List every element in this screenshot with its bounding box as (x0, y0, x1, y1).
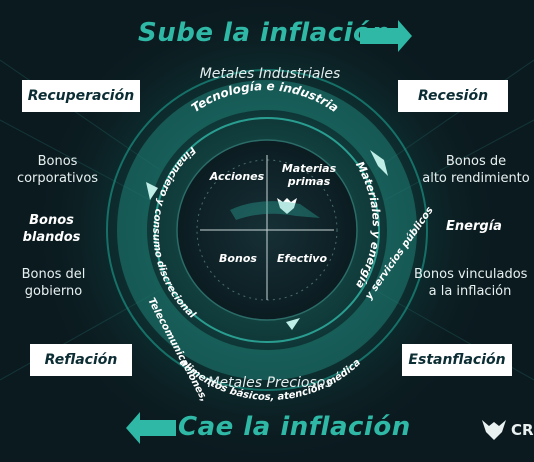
arrow-icon (370, 150, 388, 176)
phase-recuperacion: Recuperación (22, 80, 140, 112)
bull-logo-icon (277, 198, 297, 214)
sector-ring (117, 80, 417, 380)
inner-ring (154, 117, 380, 343)
phase-recesion: Recesión (398, 80, 508, 112)
center-glow-streak (230, 201, 320, 220)
quadrant-efectivo: Efectivo (276, 252, 328, 265)
phase-estanflacion: Estanflación (402, 344, 512, 376)
left-arrow-icon (126, 412, 176, 444)
quadrant-bonos: Bonos (219, 252, 257, 265)
right-asset-energy: Energía (446, 219, 502, 234)
quadrant-acciones: Acciones (209, 170, 265, 183)
brand-bull-icon (482, 420, 506, 440)
inflation-rises-banner: Sube la inflación (138, 18, 391, 48)
brand-name: CR (511, 421, 534, 439)
metal-bottom: Metales Preciosos (207, 375, 333, 391)
arrow-icon (286, 318, 300, 330)
outer-ring (106, 69, 428, 391)
metal-top: Metales Industriales (199, 66, 341, 82)
inflation-falls-banner: Cae la inflación (178, 412, 411, 442)
phase-reflacion: Reflación (30, 344, 132, 376)
right-arrow-icon (360, 20, 412, 52)
arrow-icon (146, 182, 158, 200)
